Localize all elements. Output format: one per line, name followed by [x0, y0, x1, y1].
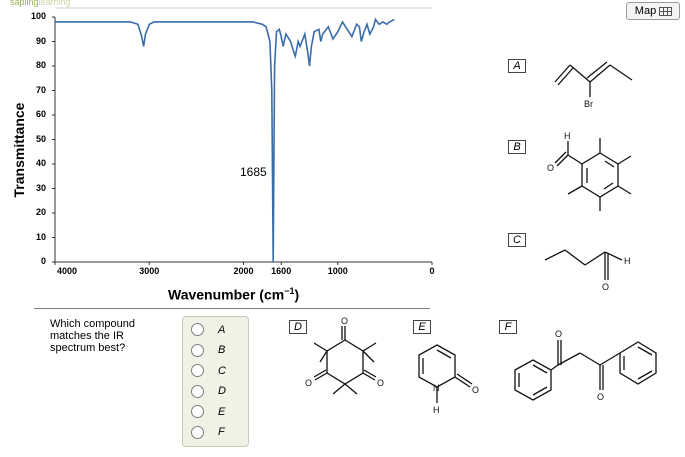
spectrum-line	[55, 17, 395, 263]
question-text: Which compound matches the IR spectrum b…	[50, 318, 135, 354]
molecule-b-structure: H O	[547, 131, 632, 211]
hydrogen-atom: H	[624, 256, 631, 266]
x-tick-marks	[54, 262, 433, 265]
option-label: C	[218, 364, 226, 377]
molecule-c-structure: H O	[544, 249, 631, 292]
y-tick-label: 90	[35, 35, 46, 46]
map-button[interactable]: Map	[626, 2, 680, 20]
oxygen-atom: O	[602, 282, 609, 292]
option-label: F	[218, 426, 225, 438]
peak-annotation: 1685	[240, 165, 267, 179]
molecule-e-label: E	[413, 320, 431, 334]
radio-button[interactable]	[191, 425, 204, 439]
y-tick-label: 50	[35, 133, 46, 144]
x-tick-label: 3000	[139, 266, 160, 276]
molecule-d-label: D	[289, 320, 307, 334]
molecule-e-structure: N H O	[418, 344, 479, 415]
ir-spectrum-chart	[52, 7, 433, 265]
radio-button[interactable]	[191, 364, 204, 377]
option-c[interactable]: C	[191, 364, 226, 377]
molecule-c-label: C	[508, 233, 526, 247]
molecule-d-structure: O O O	[305, 316, 384, 395]
option-label: E	[218, 405, 226, 418]
option-d[interactable]: D	[191, 384, 226, 398]
oxygen-atom: O	[555, 329, 562, 339]
option-label: D	[218, 385, 226, 397]
separator	[34, 308, 430, 309]
x-tick-label: 2000	[233, 266, 254, 276]
oxygen-atom: O	[377, 378, 384, 388]
oxygen-atom: O	[305, 378, 312, 388]
y-tick-label: 60	[35, 109, 46, 119]
y-tick-label: 0	[40, 256, 46, 266]
oxygen-atom: O	[547, 163, 554, 173]
y-tick-label: 10	[35, 231, 46, 242]
oxygen-atom: O	[341, 316, 348, 326]
nitrogen-atom: N	[433, 383, 440, 393]
y-tick-label: 30	[35, 182, 46, 193]
hydrogen-atom: H	[433, 405, 440, 415]
oxygen-atom: O	[597, 392, 604, 402]
y-tick-label: 20	[35, 207, 46, 217]
option-b[interactable]: B	[191, 343, 226, 357]
molecule-a-structure: Br	[554, 61, 633, 109]
option-f[interactable]: F	[191, 425, 225, 439]
brand-logo: saplinglearning	[10, 0, 71, 7]
y-tick-marks	[52, 16, 55, 263]
hydrogen-atom: H	[564, 131, 571, 141]
y-tick-label: 40	[35, 158, 46, 168]
option-e[interactable]: E	[191, 405, 225, 418]
oxygen-atom: O	[472, 385, 479, 395]
y-tick-label: 70	[35, 84, 46, 95]
radio-button[interactable]	[191, 343, 204, 357]
bromine-atom: Br	[584, 99, 593, 109]
x-tick-label: 1600	[271, 266, 292, 276]
x-tick-label: 0	[429, 266, 435, 276]
y-tick-label: 100	[30, 11, 46, 21]
radio-button[interactable]	[191, 405, 204, 418]
radio-button[interactable]	[191, 323, 204, 336]
molecule-a-label: A	[508, 59, 526, 73]
molecule-f-label: F	[499, 320, 517, 334]
molecule-b-label: B	[508, 140, 526, 154]
option-label: B	[218, 344, 226, 356]
x-tick-label: 1000	[327, 266, 348, 276]
option-label: A	[218, 323, 226, 336]
map-grid-icon	[659, 7, 673, 16]
x-axis-label: Wavenumber (cm−1)	[168, 286, 300, 303]
radio-button[interactable]	[191, 384, 204, 398]
x-tick-label: 4000	[56, 266, 78, 276]
option-a[interactable]: A	[191, 323, 225, 336]
molecule-f-structure: O O	[514, 329, 657, 402]
y-tick-label: 80	[35, 60, 46, 70]
map-button-label: Map	[634, 5, 657, 17]
